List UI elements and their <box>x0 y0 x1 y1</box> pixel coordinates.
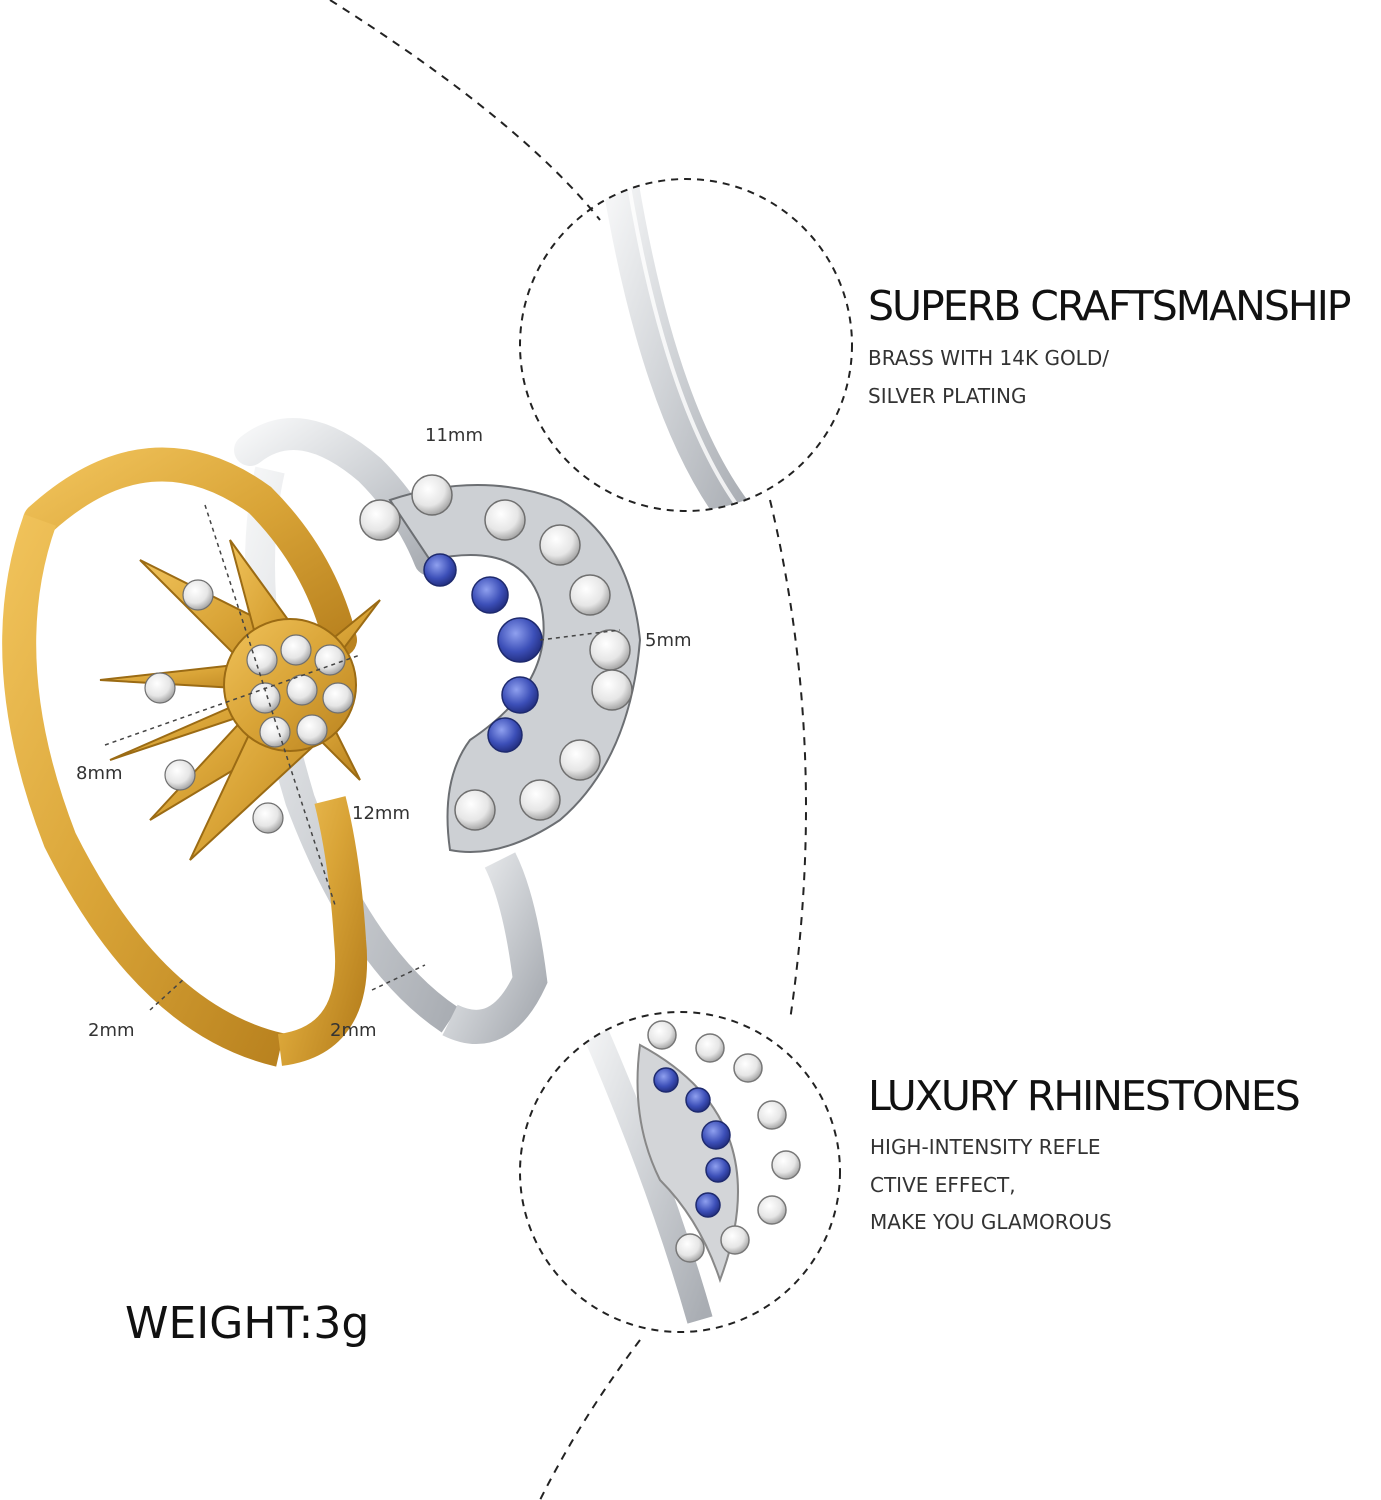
feature-line: MAKE YOU GLAMOROUS <box>870 1210 1112 1234</box>
gold-sun-ring <box>2 447 381 1067</box>
feature-line: CTIVE EFFECT, <box>870 1173 1016 1197</box>
weight-label: WEIGHT:3g <box>125 1298 370 1349</box>
feature-title-rhinestones: LUXURY RHINESTONES <box>868 1072 1301 1120</box>
guide-arc <box>329 0 601 221</box>
feature-line: BRASS WITH 14K GOLD/ <box>868 346 1109 370</box>
detail-circle-stones <box>519 1011 841 1333</box>
detail-circle-band <box>519 178 853 512</box>
dimension-gold-band: 2mm <box>88 1020 135 1041</box>
dimension-silver-band: 2mm <box>330 1020 377 1041</box>
feature-line: HIGH-INTENSITY REFLE <box>870 1135 1101 1159</box>
guide-arc-bottom <box>539 1339 641 1500</box>
silver-moon-ring <box>234 418 642 1044</box>
dimension-lines <box>104 504 621 1011</box>
guide-arc-lower <box>769 499 807 1021</box>
feature-title-craftsmanship: SUPERB CRAFTSMANSHIP <box>868 282 1352 330</box>
dimension-moon-band: 5mm <box>645 630 692 651</box>
dimension-sun-width: 8mm <box>76 763 123 784</box>
dimension-sun-height: 12mm <box>352 803 410 824</box>
dimension-moon-width: 11mm <box>425 425 483 446</box>
feature-line: SILVER PLATING <box>868 384 1027 408</box>
